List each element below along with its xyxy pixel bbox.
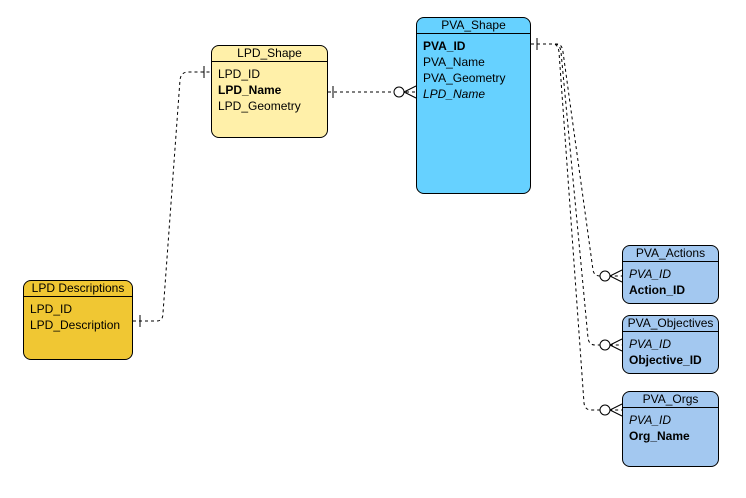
- entity-pva-shape[interactable]: PVA_Shape PVA_ID PVA_Name PVA_Geometry L…: [416, 17, 531, 194]
- field-pva-id: PVA_ID: [423, 39, 466, 53]
- crows-foot-mark: [609, 338, 623, 346]
- relationship-line: [531, 43, 622, 277]
- relationship-pva-shape-to-pva-orgs: [531, 43, 623, 417]
- crows-foot-mark: [609, 344, 623, 352]
- relationship-line: [531, 43, 622, 346]
- zero-circle-mark: [599, 404, 611, 416]
- field-lpd-geometry: LPD_Geometry: [218, 99, 301, 113]
- field-lpd-name: LPD_Name: [218, 83, 282, 97]
- entity-lpd-shape[interactable]: LPD_Shape LPD_ID LPD_Name LPD_Geometry: [211, 45, 328, 138]
- crows-foot-mark: [403, 85, 417, 93]
- relationship-line: [133, 71, 211, 322]
- relationship-lpd-descriptions-to-lpd-shape: [133, 66, 211, 327]
- zero-circle-mark: [393, 86, 405, 98]
- entity-title: LPD_Shape: [212, 46, 327, 62]
- field-lpd-id: LPD_ID: [30, 302, 73, 316]
- entity-title: PVA_Shape: [417, 18, 530, 34]
- entity-fields: PVA_ID Action_ID: [623, 262, 718, 298]
- entity-fields: LPD_ID LPD_Name LPD_Geometry: [212, 62, 327, 114]
- field-lpd-name: LPD_Name: [423, 87, 486, 101]
- crows-foot-mark: [609, 275, 623, 283]
- field-objective-id: Objective_ID: [629, 353, 702, 367]
- field-pva-name: PVA_Name: [423, 55, 485, 69]
- entity-lpd-descriptions[interactable]: LPD Descriptions LPD_ID LPD_Description: [23, 280, 133, 360]
- entity-title: PVA_Objectives: [623, 316, 718, 332]
- field-lpd-description: LPD_Description: [30, 318, 121, 332]
- crows-foot-mark: [609, 409, 623, 417]
- relationship-line: [531, 43, 622, 411]
- field-lpd-id: LPD_ID: [218, 67, 261, 81]
- crows-foot-mark: [609, 269, 623, 277]
- field-pva-geometry: PVA_Geometry: [423, 71, 506, 85]
- entity-title: PVA_Actions: [623, 246, 718, 262]
- zero-circle-mark: [599, 270, 611, 282]
- relationship-pva-shape-to-pva-objectives: [531, 43, 623, 352]
- entity-title: PVA_Orgs: [623, 392, 718, 408]
- field-action-id: Action_ID: [629, 283, 686, 297]
- crows-foot-mark: [609, 403, 623, 411]
- entity-fields: PVA_ID Org_Name: [623, 408, 718, 444]
- entity-fields: PVA_ID Objective_ID: [623, 332, 718, 368]
- relationship-pva-shape-to-pva-actions: [531, 38, 623, 283]
- entity-pva-objectives[interactable]: PVA_Objectives PVA_ID Objective_ID: [622, 315, 719, 374]
- entity-fields: PVA_ID PVA_Name PVA_Geometry LPD_Name: [417, 34, 530, 102]
- field-pva-id: PVA_ID: [629, 267, 672, 281]
- entity-pva-orgs[interactable]: PVA_Orgs PVA_ID Org_Name: [622, 391, 719, 467]
- crows-foot-mark: [403, 91, 417, 99]
- field-pva-id: PVA_ID: [629, 337, 672, 351]
- field-org-name: Org_Name: [629, 429, 690, 443]
- entity-fields: LPD_ID LPD_Description: [24, 297, 132, 333]
- entity-pva-actions[interactable]: PVA_Actions PVA_ID Action_ID: [622, 245, 719, 304]
- entity-title: LPD Descriptions: [24, 281, 132, 297]
- field-pva-id: PVA_ID: [629, 413, 672, 427]
- zero-circle-mark: [599, 339, 611, 351]
- relationship-lpd-shape-to-pva-shape: [328, 85, 417, 99]
